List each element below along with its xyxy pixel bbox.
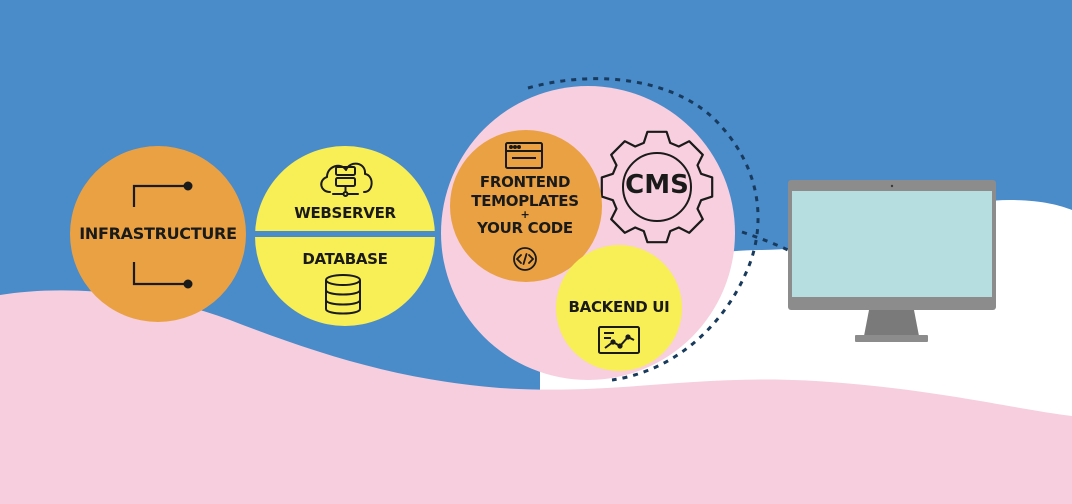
frontend-label-line3: YOUR CODE [477, 219, 573, 237]
frontend-label-line2: TEMOPLATES [471, 192, 579, 210]
infrastructure-node [70, 146, 246, 322]
pink-wave [0, 290, 1072, 504]
code-icon [513, 247, 537, 271]
gear-icon [600, 130, 714, 244]
browser-window-icon [505, 142, 543, 169]
cloud-server-icon [320, 162, 373, 197]
webserver-label: WEBSERVER [294, 204, 396, 222]
database-label: DATABASE [302, 250, 388, 268]
frontend-label-plus: + [520, 208, 530, 221]
cms-label: CMS [625, 170, 689, 200]
backend-label: BACKEND UI [568, 298, 670, 316]
dashed-connector [741, 230, 789, 252]
database-icon [325, 274, 361, 315]
circuit-bracket-icon [132, 181, 193, 289]
backend-node [556, 245, 682, 371]
analytics-screen-icon [598, 326, 640, 354]
frontend-label: FRONTEND TEMOPLATES + YOUR CODE [460, 172, 590, 239]
divider [254, 231, 436, 237]
infrastructure-label: INFRASTRUCTURE [79, 224, 237, 243]
frontend-label-line1: FRONTEND [479, 173, 571, 191]
webserver-database-node [254, 146, 436, 326]
frontend-node [450, 130, 602, 282]
monitor-icon [788, 180, 996, 342]
